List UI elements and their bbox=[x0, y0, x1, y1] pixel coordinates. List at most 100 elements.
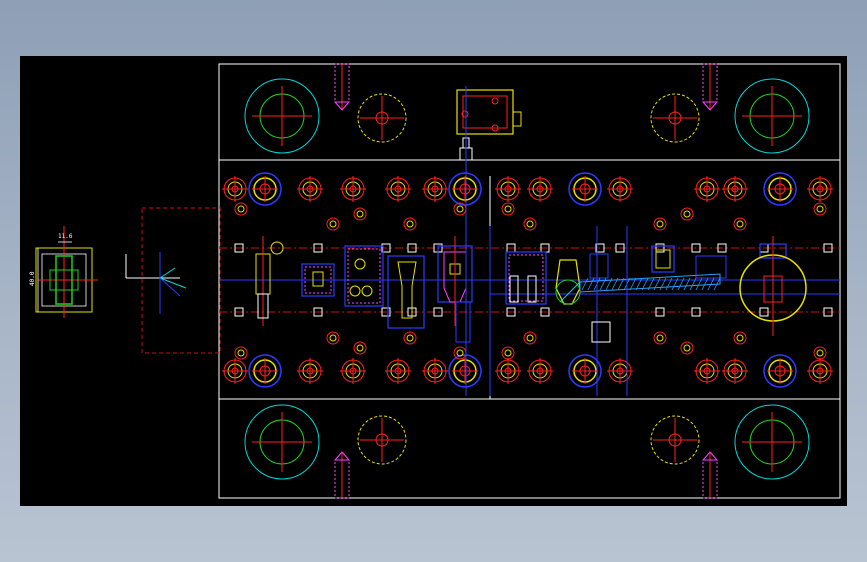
insert-pin bbox=[257, 293, 269, 319]
ejector-square bbox=[234, 307, 244, 317]
cavity-insert-9 bbox=[695, 255, 727, 279]
pin-hole-inner bbox=[237, 205, 245, 213]
ejector-square bbox=[381, 243, 391, 253]
hatch-stroke bbox=[671, 277, 679, 291]
screw-tip bbox=[701, 451, 719, 461]
hatched-runner bbox=[579, 273, 721, 293]
insert-profile bbox=[555, 259, 581, 305]
hatch-stroke bbox=[659, 277, 667, 291]
ejector-square bbox=[407, 243, 417, 253]
dowel-hole-dashed bbox=[650, 415, 700, 465]
slider-ray bbox=[159, 277, 187, 289]
ejector-square bbox=[691, 243, 701, 253]
screw-pocket bbox=[334, 63, 350, 103]
mold-base-outline bbox=[218, 63, 841, 499]
pin-hole-inner bbox=[736, 334, 744, 342]
pin-hole-inner bbox=[356, 210, 364, 218]
ejector-square bbox=[655, 307, 665, 317]
insert-gate bbox=[555, 279, 581, 305]
hatch-stroke bbox=[611, 277, 619, 291]
pin-hole-inner bbox=[356, 344, 364, 352]
ejector-square bbox=[381, 307, 391, 317]
hatch-stroke bbox=[713, 277, 721, 291]
pin-hole-inner bbox=[406, 334, 414, 342]
pin-hole bbox=[326, 331, 340, 345]
bolt-counterbore bbox=[568, 354, 602, 388]
hatch-stroke bbox=[707, 277, 715, 291]
hatch-stroke bbox=[635, 277, 643, 291]
pin-hole bbox=[523, 217, 537, 231]
screw-pocket bbox=[334, 459, 350, 499]
pin-hole bbox=[523, 331, 537, 345]
hatch-stroke bbox=[677, 277, 685, 291]
pin-hole bbox=[353, 341, 367, 355]
pin-hole-inner bbox=[456, 349, 464, 357]
pin-hole-inner bbox=[526, 334, 534, 342]
pin-hole-inner bbox=[683, 210, 691, 218]
insert-bore bbox=[361, 285, 373, 297]
hatch-stroke bbox=[683, 277, 691, 291]
pin-hole-inner bbox=[406, 220, 414, 228]
pin-hole-inner bbox=[816, 205, 824, 213]
sprue-block bbox=[591, 321, 611, 343]
bolt-counterbore bbox=[448, 354, 482, 388]
pin-hole bbox=[403, 217, 417, 231]
ejector-square bbox=[313, 307, 323, 317]
pin-hole bbox=[234, 202, 248, 216]
cavity-insert-2-inner bbox=[304, 266, 332, 294]
pin-hole-inner bbox=[683, 344, 691, 352]
hatch-stroke bbox=[629, 277, 637, 291]
cavity-insert-3 bbox=[344, 245, 384, 307]
insert-bore bbox=[270, 241, 284, 255]
hatch-stroke bbox=[587, 277, 595, 291]
insert-core bbox=[312, 271, 324, 287]
ejector-square bbox=[759, 307, 769, 317]
bolt-counterbore bbox=[248, 354, 282, 388]
dimension-label-top: 11.6 bbox=[58, 233, 73, 240]
pin-hole bbox=[453, 202, 467, 216]
pin-hole bbox=[353, 207, 367, 221]
pin-hole bbox=[501, 346, 515, 360]
screw-tip bbox=[333, 101, 351, 111]
hatch-stroke bbox=[599, 277, 607, 291]
cavity-insert-6 bbox=[505, 251, 547, 305]
hatch-stroke bbox=[605, 277, 613, 291]
guide-bushing-outer bbox=[244, 404, 320, 480]
ejector-square bbox=[717, 243, 727, 253]
pin-hole bbox=[653, 217, 667, 231]
cavity-insert-3-inner bbox=[347, 248, 381, 304]
sprue-channel bbox=[455, 301, 471, 343]
cavity-insert-7 bbox=[589, 253, 609, 279]
dowel-hole-dashed bbox=[650, 93, 700, 143]
cavity-insert-2 bbox=[301, 263, 335, 297]
hatch-stroke bbox=[647, 277, 655, 291]
ejector-square bbox=[313, 243, 323, 253]
pin-hole bbox=[234, 346, 248, 360]
pin-hole bbox=[680, 207, 694, 221]
ejector-square bbox=[506, 307, 516, 317]
pin-hole bbox=[653, 331, 667, 345]
hatch-stroke bbox=[641, 277, 649, 291]
slider-detail-boundary bbox=[141, 207, 221, 354]
pin-hole bbox=[403, 331, 417, 345]
dowel-hole-dashed bbox=[357, 415, 407, 465]
cylinder-inner bbox=[462, 95, 508, 129]
pin-hole-inner bbox=[329, 334, 337, 342]
hatch-stroke bbox=[701, 277, 709, 291]
ejector-square bbox=[823, 307, 833, 317]
pin-hole bbox=[813, 202, 827, 216]
insert-pin bbox=[509, 275, 519, 303]
pin-hole-inner bbox=[656, 220, 664, 228]
insert-bore bbox=[354, 258, 366, 270]
cavity-insert-4 bbox=[387, 255, 425, 329]
cylinder-port bbox=[491, 124, 499, 132]
cylinder-fitting bbox=[512, 111, 522, 127]
hatch-stroke bbox=[689, 277, 697, 291]
bolt-counterbore bbox=[568, 172, 602, 206]
slider-ray bbox=[159, 277, 181, 297]
ejector-square bbox=[691, 307, 701, 317]
pin-hole-inner bbox=[816, 349, 824, 357]
insert-pin bbox=[527, 275, 537, 303]
hatch-stroke bbox=[617, 277, 625, 291]
